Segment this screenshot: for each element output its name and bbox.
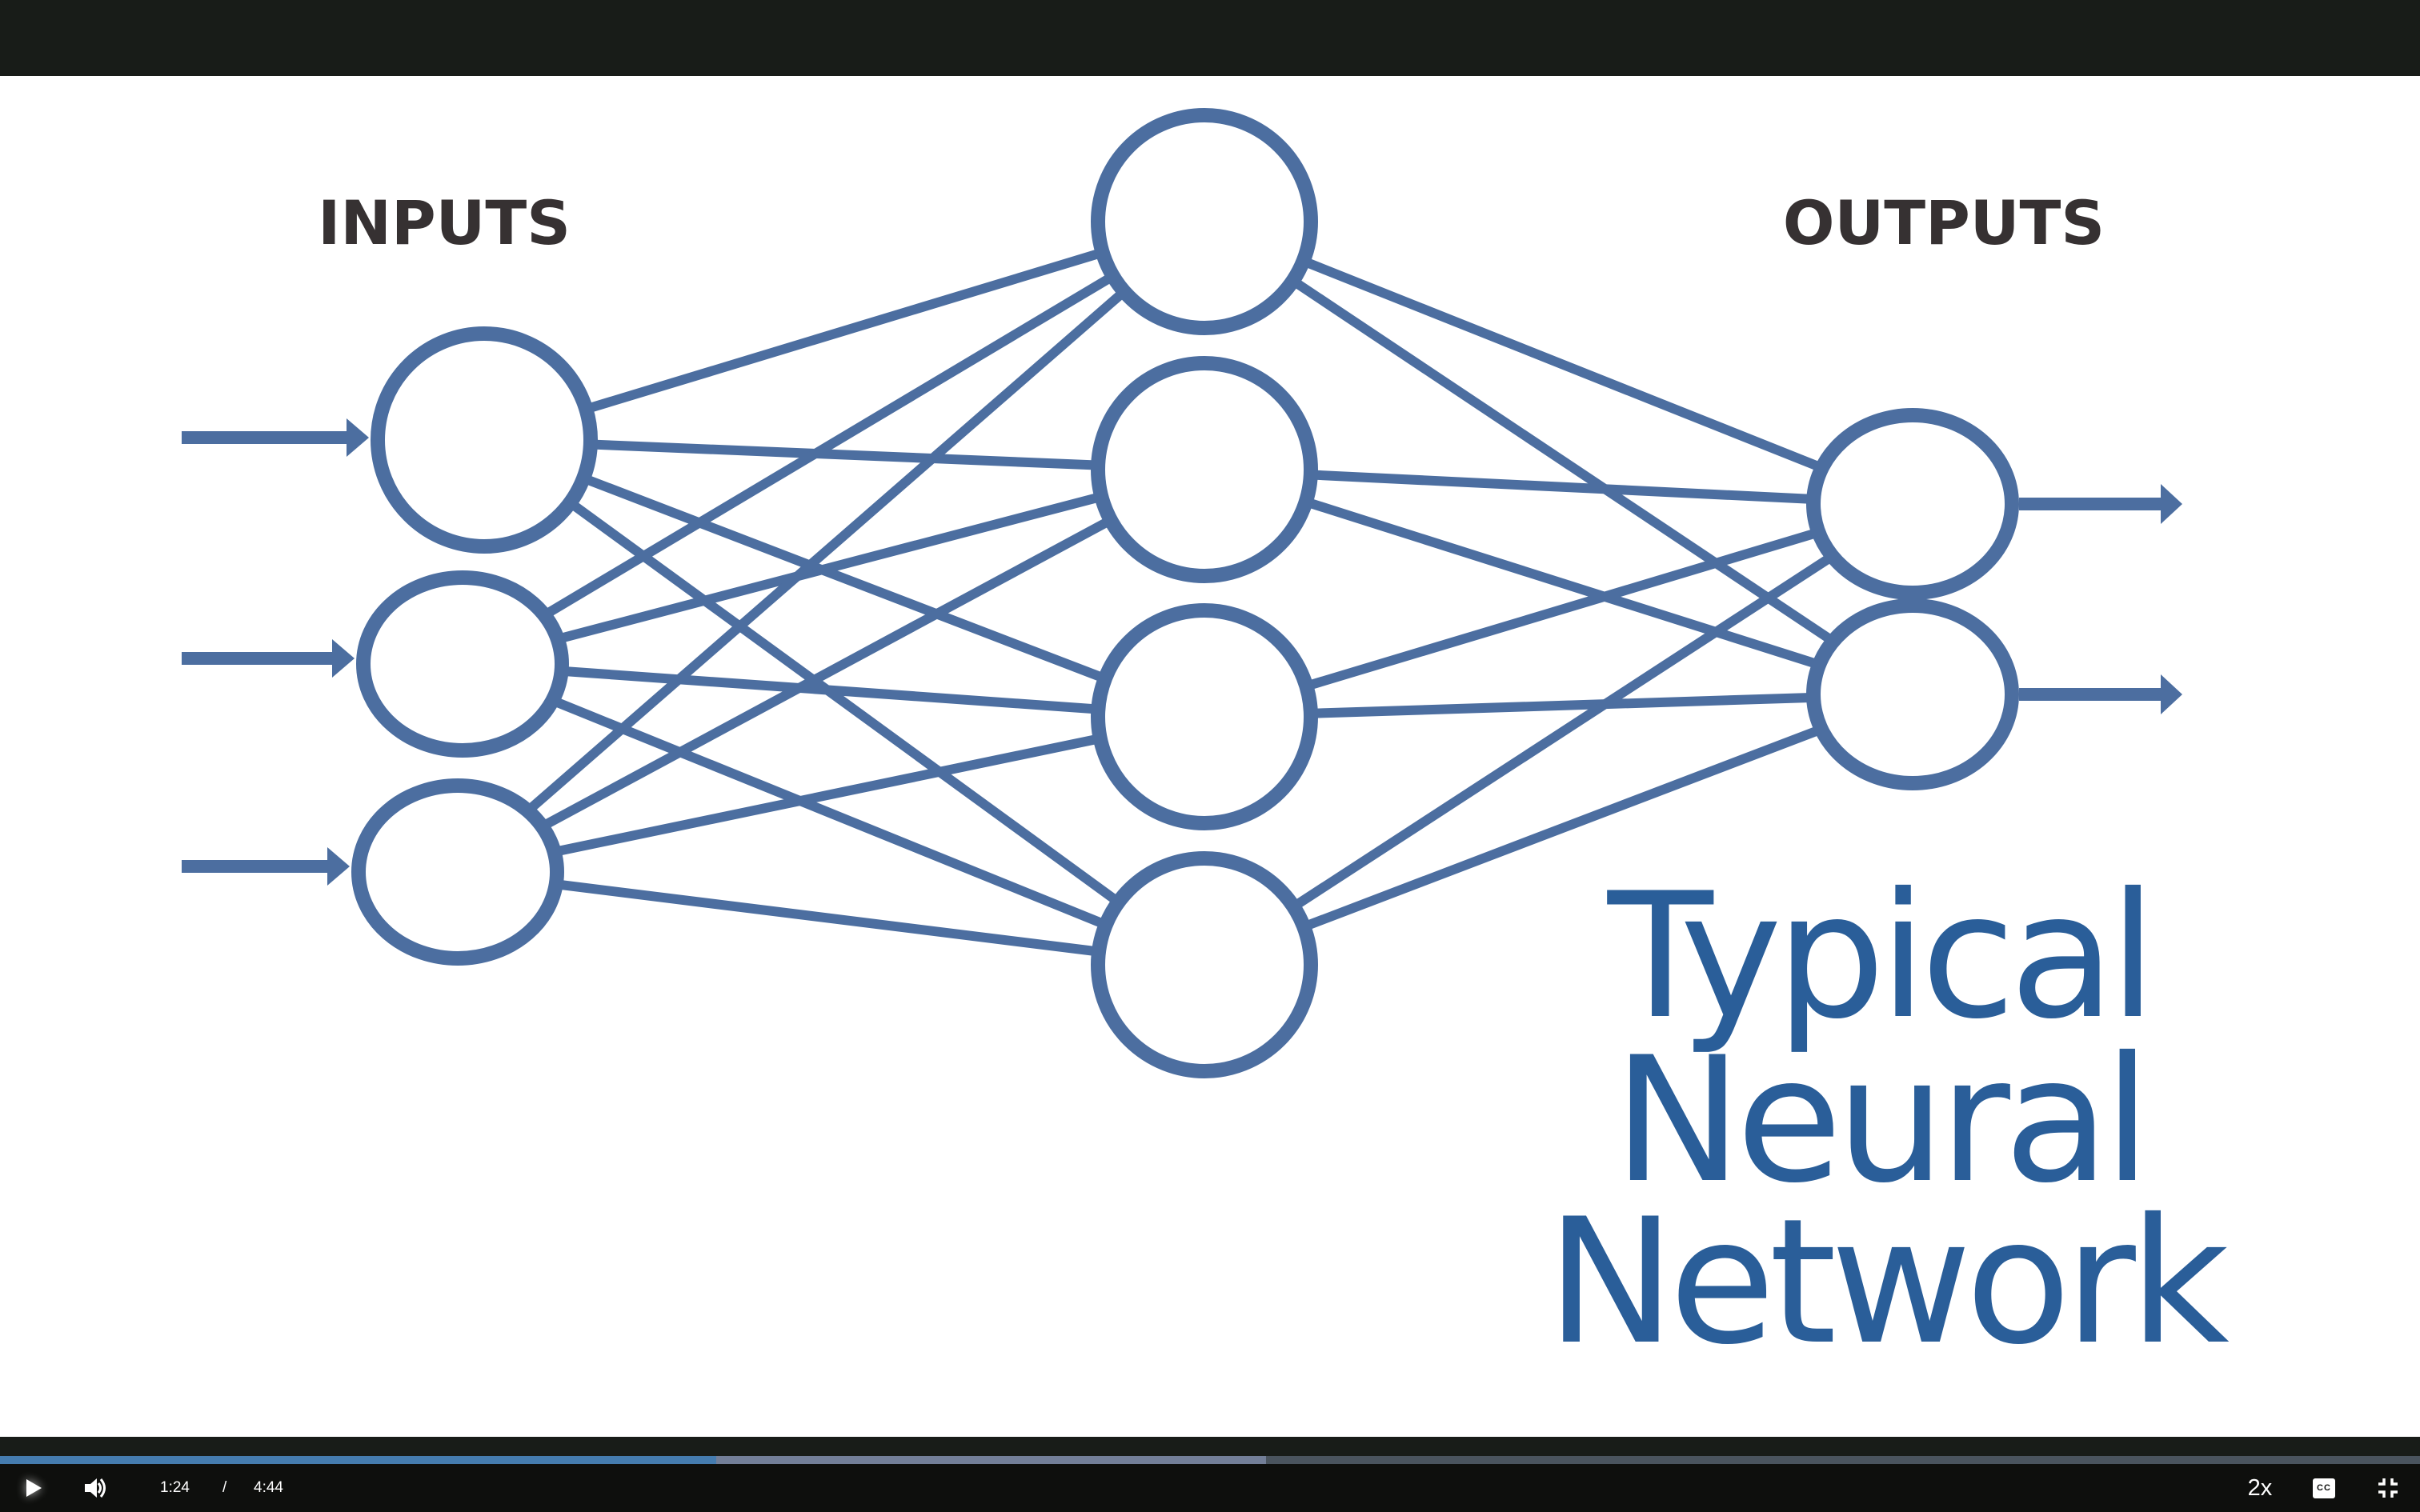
outputs-label: OUTPUTS bbox=[1783, 187, 2105, 258]
inputs-label: INPUTS bbox=[318, 187, 571, 258]
play-icon bbox=[26, 1479, 42, 1497]
closed-captions-icon: CC bbox=[2313, 1478, 2335, 1498]
connection-l1-0-0 bbox=[1202, 217, 1915, 509]
played-bar bbox=[0, 1456, 717, 1464]
connection-l0-1-3 bbox=[460, 659, 1207, 970]
connection-l1-2-0 bbox=[1203, 499, 1914, 722]
connection-l0-2-1 bbox=[455, 465, 1207, 877]
input-arrow-head-2 bbox=[332, 639, 355, 678]
title-line-1: Typical bbox=[1607, 856, 2150, 1057]
hidden-node-4 bbox=[1091, 851, 1318, 1078]
neural-network-diagram: INPUTS OUTPUTS Typical Neural Network bbox=[182, 108, 2236, 1382]
playback-speed-button[interactable]: 2x bbox=[2247, 1474, 2273, 1501]
total-duration: 4:44 bbox=[254, 1479, 283, 1496]
connection-l0-2-3 bbox=[457, 867, 1205, 970]
connection-l1-2-1 bbox=[1204, 690, 1913, 722]
connection-l0-2-2 bbox=[456, 712, 1206, 877]
connection-l0-1-2 bbox=[462, 659, 1205, 722]
volume-button[interactable] bbox=[77, 1464, 115, 1512]
neurons bbox=[351, 108, 2019, 1078]
connection-l0-0-1 bbox=[483, 435, 1205, 474]
input-arrow-head-1 bbox=[347, 418, 369, 457]
connection-l1-0-1 bbox=[1201, 218, 1916, 698]
control-bar: 1:24 / 4:44 2x CC bbox=[0, 1464, 2420, 1512]
video-frame[interactable]: INPUTS OUTPUTS Typical Neural Network bbox=[0, 76, 2420, 1437]
connection-l0-0-0 bbox=[483, 217, 1206, 445]
output-arrow-head-1 bbox=[2161, 484, 2182, 524]
seek-bar[interactable] bbox=[0, 1456, 2420, 1464]
connection-l0-1-1 bbox=[461, 465, 1206, 669]
input-node-1 bbox=[371, 326, 598, 554]
hidden-node-1 bbox=[1091, 108, 1318, 335]
connection-l1-3-1 bbox=[1202, 690, 1915, 970]
input-arrow-head-3 bbox=[327, 847, 350, 886]
io-arrows bbox=[182, 418, 2182, 886]
volume-icon bbox=[85, 1478, 106, 1498]
title-line-2: Neural bbox=[1613, 1020, 2146, 1221]
exit-fullscreen-icon bbox=[2378, 1478, 2398, 1498]
exit-fullscreen-button[interactable] bbox=[2370, 1464, 2406, 1512]
input-node-3 bbox=[351, 778, 564, 966]
connection-l1-1-0 bbox=[1204, 465, 1913, 509]
current-time: 1:24 bbox=[160, 1479, 190, 1496]
top-bar bbox=[0, 0, 2420, 76]
captions-button[interactable]: CC bbox=[2306, 1464, 2342, 1512]
connection-l1-1-1 bbox=[1203, 465, 1914, 699]
connection-l0-0-3 bbox=[481, 436, 1208, 969]
controls-spacer bbox=[0, 1437, 2420, 1456]
connections bbox=[455, 217, 1916, 970]
connection-l0-2-0 bbox=[455, 218, 1208, 876]
time-separator: / bbox=[222, 1479, 227, 1496]
output-arrow-head-2 bbox=[2161, 674, 2182, 714]
title-line-3: Network bbox=[1546, 1182, 2230, 1382]
connection-l1-3-0 bbox=[1201, 499, 1916, 970]
output-node-1 bbox=[1806, 408, 2019, 600]
connection-l0-1-0 bbox=[459, 217, 1208, 669]
hidden-node-2 bbox=[1091, 356, 1318, 583]
connection-l0-0-2 bbox=[482, 435, 1207, 722]
hidden-node-3 bbox=[1091, 603, 1318, 830]
output-node-2 bbox=[1806, 598, 2019, 790]
input-node-2 bbox=[356, 570, 569, 758]
play-button[interactable] bbox=[11, 1464, 56, 1512]
